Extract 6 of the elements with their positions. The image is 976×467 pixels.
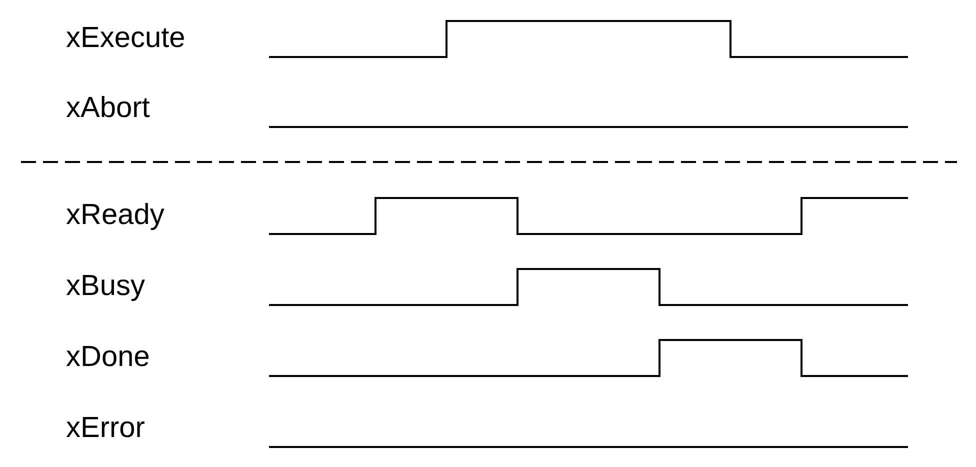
- signal-label: xBusy: [66, 272, 145, 300]
- signal-label: xDone: [66, 342, 150, 372]
- signal-label: xError: [66, 414, 145, 442]
- signal-label: xReady: [66, 200, 164, 230]
- signal-label: xExecute: [66, 24, 186, 52]
- signal-label: xAbort: [66, 94, 150, 122]
